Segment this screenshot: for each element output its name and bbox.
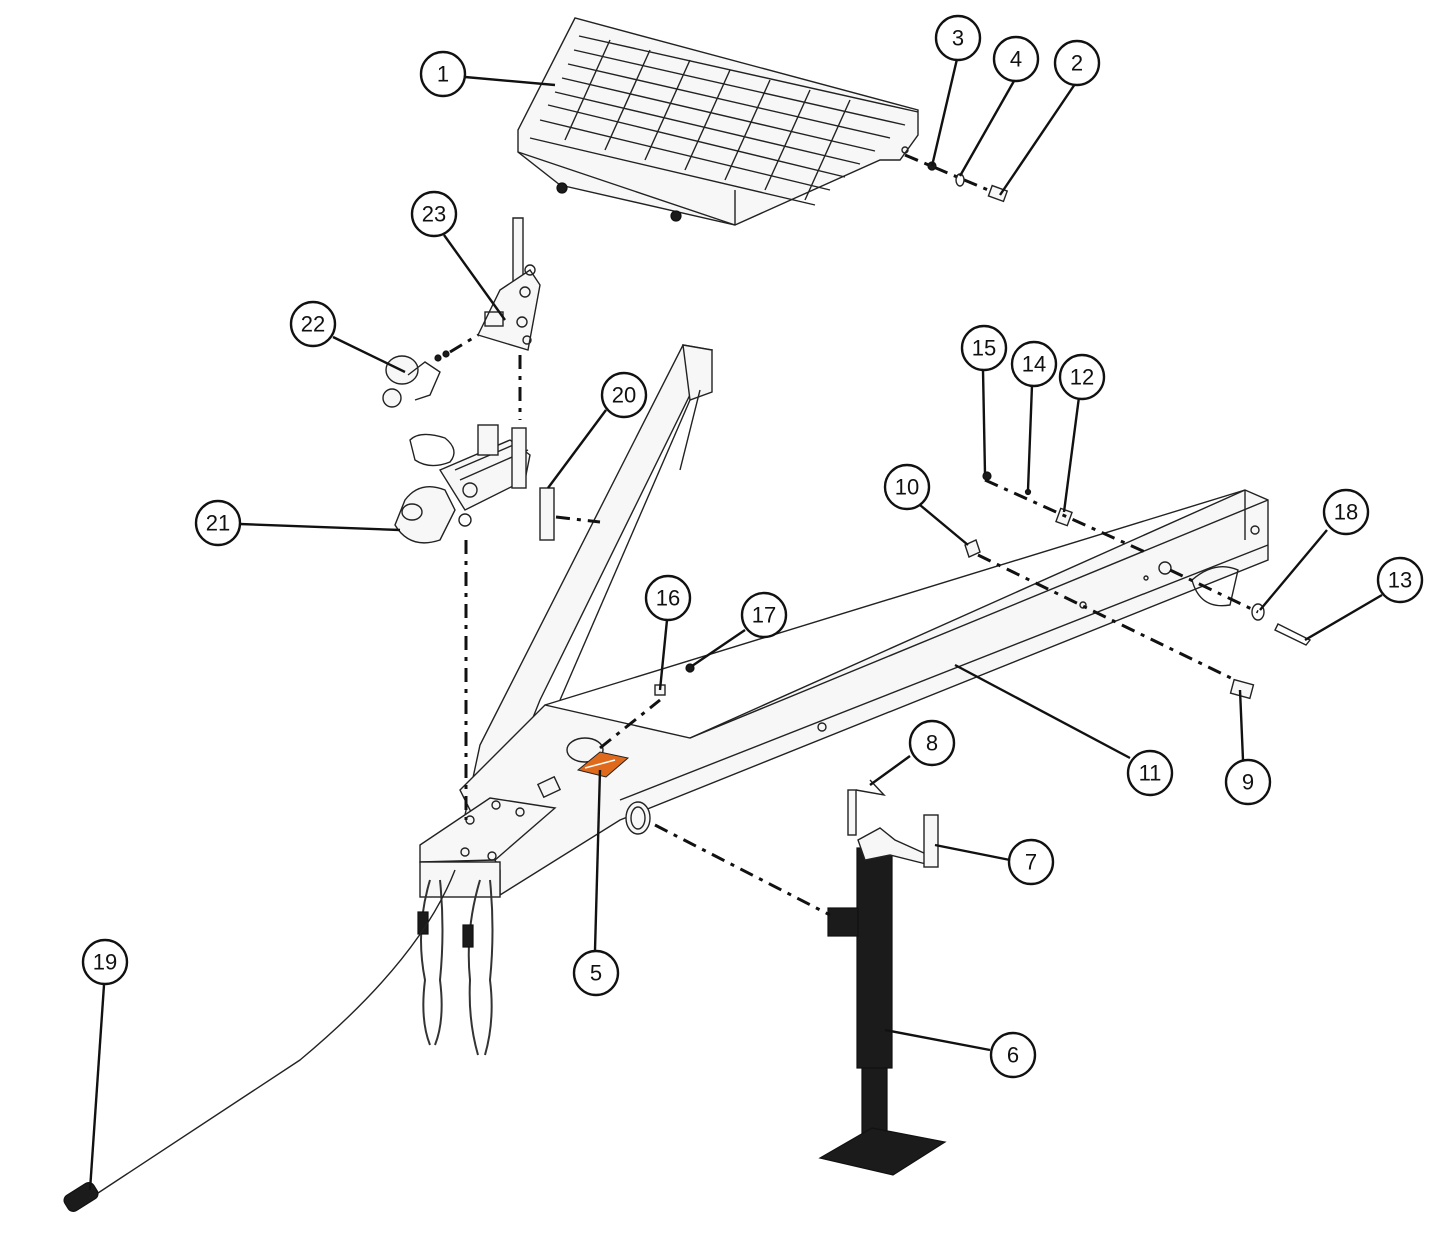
svg-text:22: 22 bbox=[301, 312, 325, 337]
callout-17: 17 bbox=[740, 591, 788, 639]
step-grating-part bbox=[517, 17, 919, 226]
callout-21: 21 bbox=[194, 499, 242, 547]
callout-19: 19 bbox=[81, 938, 129, 986]
callout-2: 2 bbox=[1053, 39, 1101, 87]
callout-8: 8 bbox=[908, 719, 956, 767]
callout-22: 22 bbox=[289, 300, 337, 348]
svg-text:6: 6 bbox=[1007, 1043, 1019, 1068]
callout-4: 4 bbox=[992, 35, 1040, 83]
callout-20: 20 bbox=[600, 371, 648, 419]
callout-6: 6 bbox=[989, 1031, 1037, 1079]
hitch-coupler-part bbox=[394, 424, 531, 544]
breakaway-cable-part bbox=[63, 869, 456, 1212]
svg-text:19: 19 bbox=[93, 950, 117, 975]
svg-text:3: 3 bbox=[952, 26, 964, 51]
svg-text:8: 8 bbox=[926, 731, 938, 756]
callout-16: 16 bbox=[644, 574, 692, 622]
drawbar-frame-part bbox=[419, 344, 1269, 898]
svg-text:23: 23 bbox=[422, 202, 446, 227]
callout-9: 9 bbox=[1224, 758, 1272, 806]
callout-14: 14 bbox=[1010, 340, 1058, 388]
assembly-lines bbox=[464, 355, 1259, 917]
fastener-group-2-3-4 bbox=[904, 153, 1009, 203]
svg-text:1: 1 bbox=[437, 62, 449, 87]
svg-text:11: 11 bbox=[1139, 761, 1162, 786]
callout-7: 7 bbox=[1007, 838, 1055, 886]
svg-text:13: 13 bbox=[1388, 568, 1412, 593]
callout-10: 10 bbox=[883, 463, 931, 511]
svg-text:10: 10 bbox=[895, 475, 919, 500]
svg-text:4: 4 bbox=[1010, 47, 1022, 72]
callout-23: 23 bbox=[410, 190, 458, 238]
svg-text:15: 15 bbox=[972, 336, 996, 361]
callout-18: 18 bbox=[1322, 488, 1370, 536]
svg-text:5: 5 bbox=[590, 961, 602, 986]
safety-chains-part bbox=[417, 879, 494, 1056]
jack-stand-part bbox=[818, 779, 947, 1176]
callout-15: 15 bbox=[960, 324, 1008, 372]
svg-text:14: 14 bbox=[1022, 352, 1046, 377]
coupling-head-part bbox=[382, 333, 479, 408]
leader-lines bbox=[88, 58, 1383, 1191]
svg-text:21: 21 bbox=[206, 511, 230, 536]
svg-text:12: 12 bbox=[1070, 365, 1094, 390]
svg-text:9: 9 bbox=[1242, 770, 1254, 795]
callout-3: 3 bbox=[934, 14, 982, 62]
plate-part-20 bbox=[539, 487, 601, 541]
callout-12: 12 bbox=[1058, 353, 1106, 401]
callout-13: 13 bbox=[1376, 556, 1424, 604]
warning-label-part bbox=[576, 751, 630, 778]
callout-1: 1 bbox=[419, 50, 467, 98]
callout-5: 5 bbox=[572, 949, 620, 997]
svg-text:17: 17 bbox=[752, 603, 776, 628]
svg-text:18: 18 bbox=[1334, 500, 1358, 525]
svg-text:2: 2 bbox=[1071, 51, 1083, 76]
svg-text:20: 20 bbox=[612, 383, 636, 408]
callout-11: 11 bbox=[1126, 749, 1174, 797]
svg-text:16: 16 bbox=[656, 586, 680, 611]
latch-part bbox=[477, 217, 541, 351]
svg-text:7: 7 bbox=[1025, 850, 1037, 875]
